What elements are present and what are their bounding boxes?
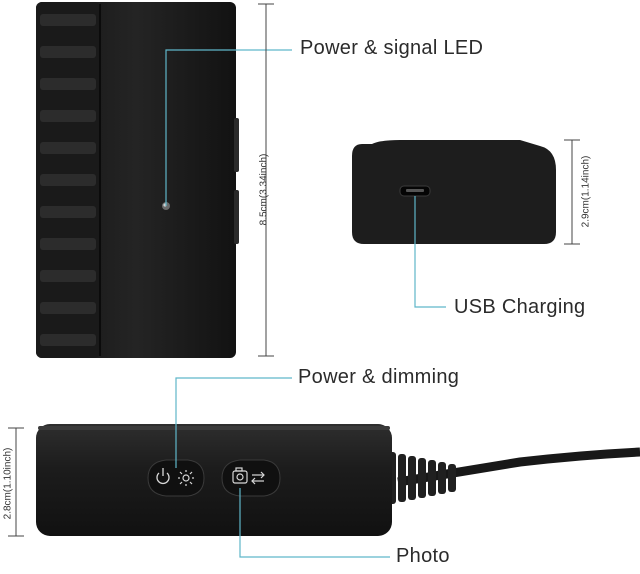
device-side-view [352, 140, 556, 244]
dimension-width-label: 2.8cm(1.10inch) [2, 447, 14, 520]
device-handle [36, 424, 640, 536]
callout-power-led: Power & signal LED [300, 37, 484, 59]
callout-line-led [165, 49, 292, 206]
callout-power-dimming: Power & dimming [298, 366, 460, 388]
dimension-height-label: 8.5cm(3.34inch) [258, 153, 270, 226]
callout-usb-charging: USB Charging [454, 296, 586, 318]
switch-arrows-icon [251, 471, 265, 485]
brightness-icon [178, 470, 194, 486]
dimension-thickness-label: 2.9cm(1.14inch) [580, 155, 592, 228]
dimension-height [258, 3, 274, 357]
callout-photo: Photo [396, 545, 450, 567]
power-icon [156, 468, 170, 485]
callout-line-usb [414, 196, 446, 308]
grip-ribs [40, 14, 96, 346]
callout-line-photo [239, 488, 390, 558]
dimension-thickness [564, 139, 580, 245]
camera-icon [232, 467, 248, 484]
device-front-view [36, 2, 239, 358]
callout-line-power [175, 377, 292, 468]
dimension-width [8, 427, 24, 537]
